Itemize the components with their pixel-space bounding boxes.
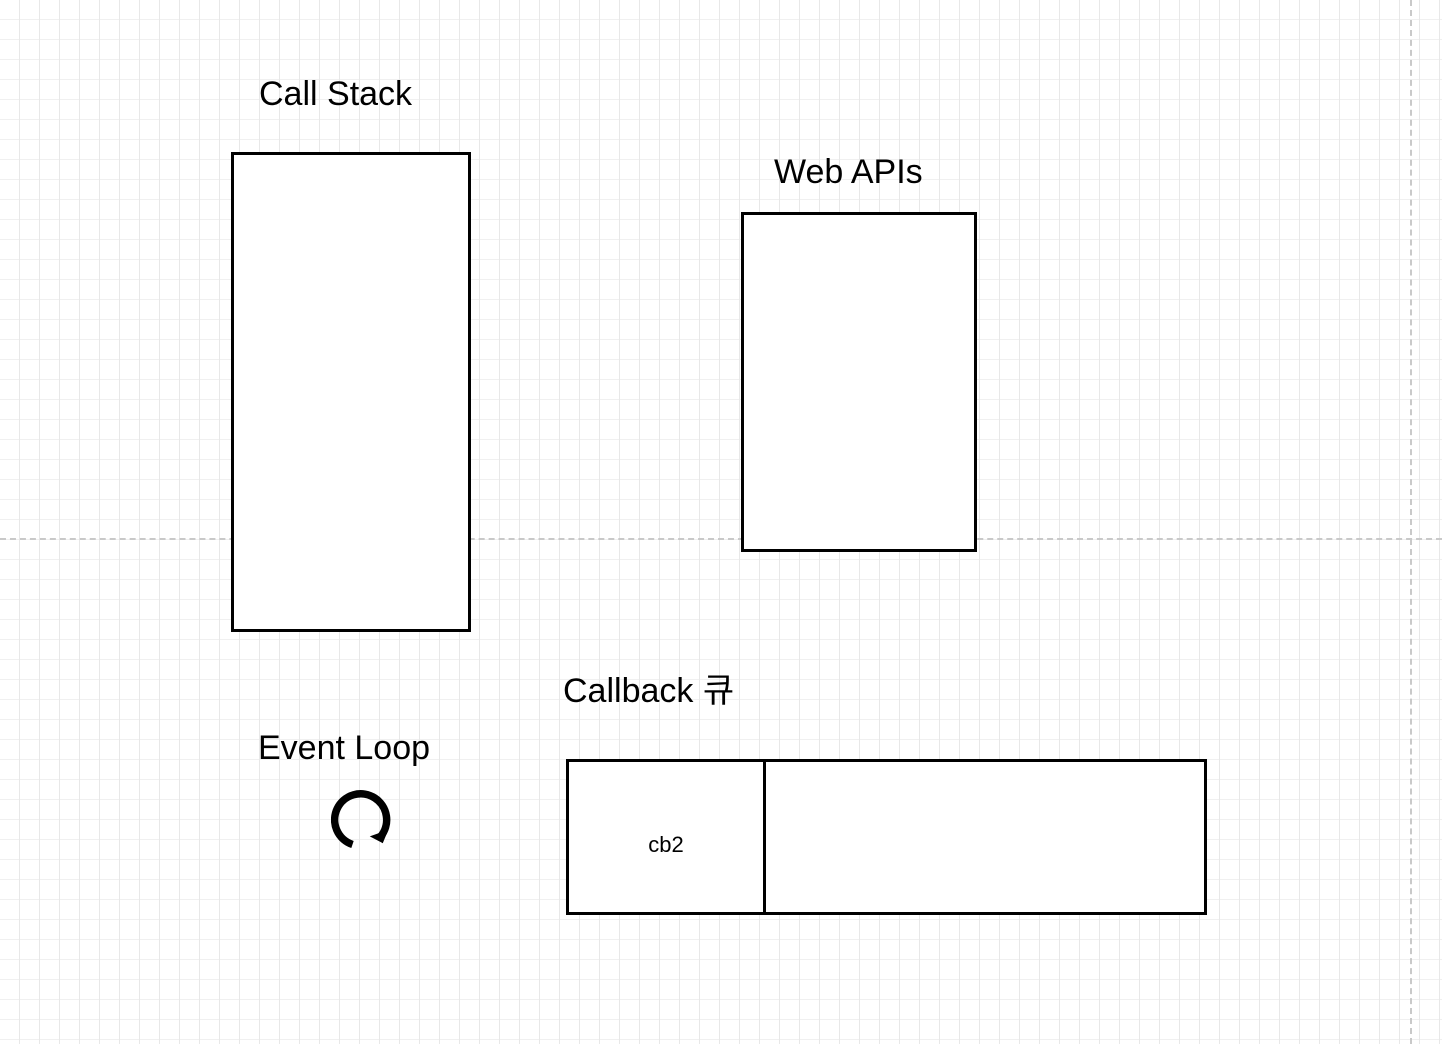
- callback-queue-label: Callback 큐: [563, 672, 735, 710]
- page-guide-horizontal: [0, 538, 1442, 540]
- web-apis-label: Web APIs: [774, 153, 923, 191]
- callback-queue-cell-1-text: cb2: [648, 832, 684, 857]
- event-loop-label: Event Loop: [258, 729, 431, 767]
- callback-queue-table[interactable]: cb2: [566, 759, 1207, 915]
- call-stack-box[interactable]: [231, 152, 471, 632]
- web-apis-box[interactable]: [741, 212, 977, 552]
- callback-queue-cell-1[interactable]: cb2: [569, 762, 763, 912]
- page-guide-vertical: [1410, 0, 1412, 1044]
- event-loop-circular-arrow-icon[interactable]: [330, 790, 395, 854]
- callback-queue-cell-2[interactable]: [763, 762, 1204, 912]
- call-stack-label: Call Stack: [259, 75, 413, 113]
